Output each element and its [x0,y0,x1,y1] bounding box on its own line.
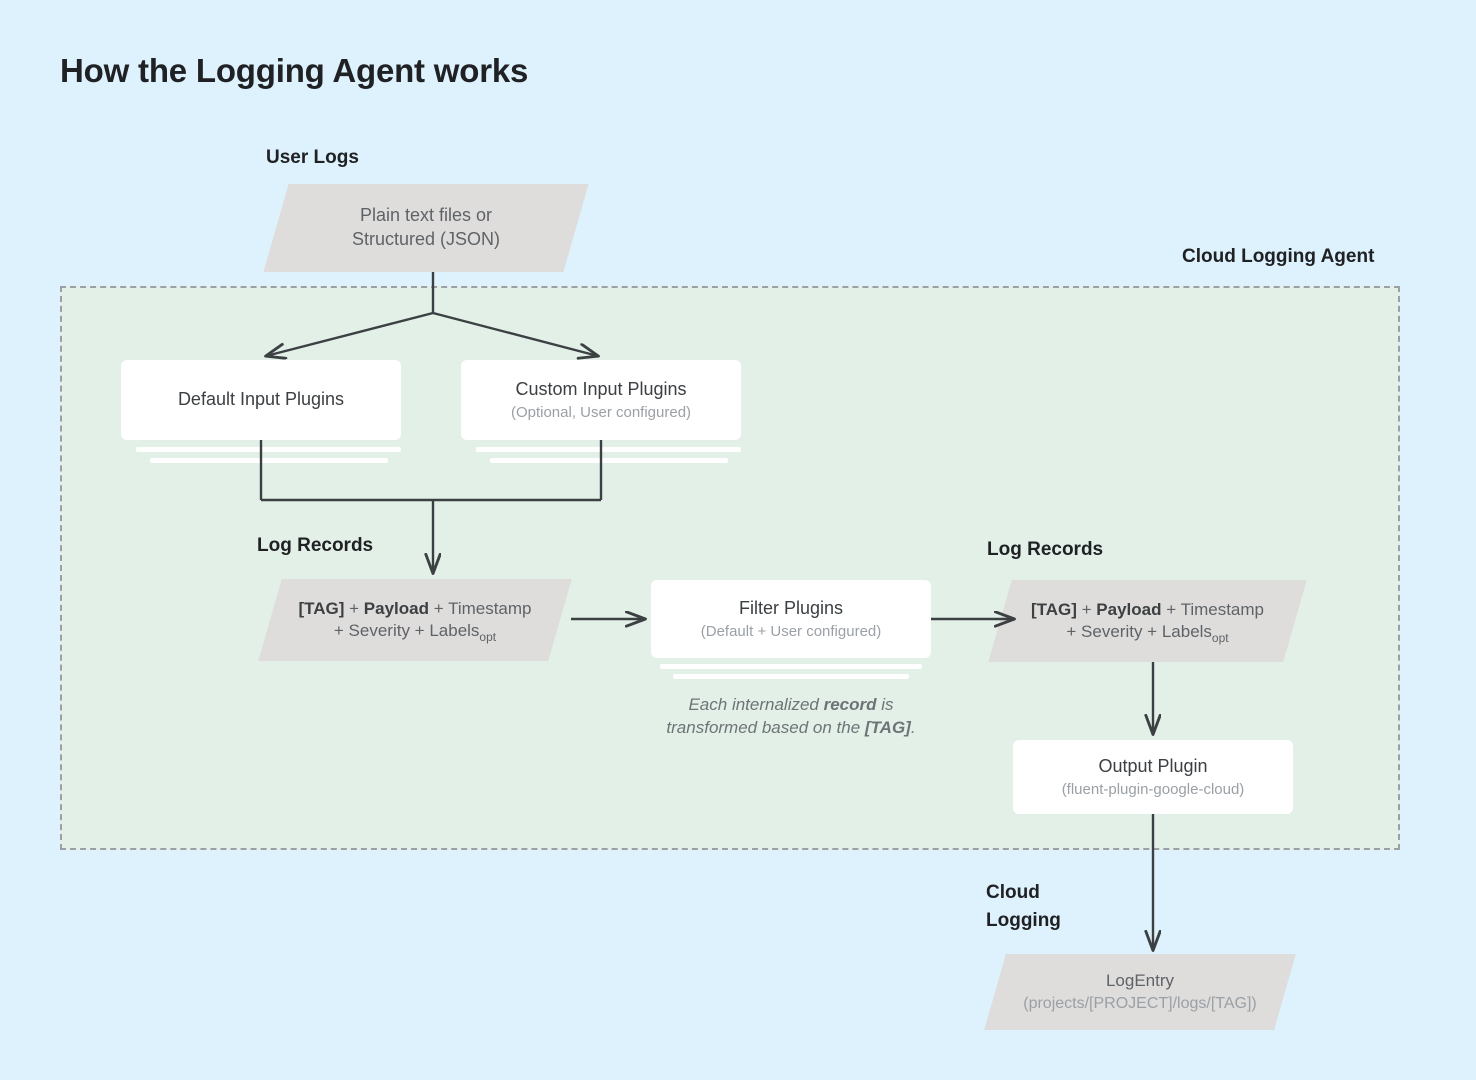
label-user-logs: User Logs [266,147,359,168]
node-log-record-right-line2-sub: opt [1211,631,1229,645]
node-output-plugin-title: Output Plugin [1098,755,1208,776]
node-log-record-right-line1: [TAG] + Payload + Timestamp [1031,599,1264,621]
node-user-logs-source: Plain text files or Structured (JSON) [263,184,589,272]
node-log-record-left-plus: + [344,598,364,618]
node-log-record-left-line1: [TAG] + Payload + Timestamp [298,598,531,620]
node-log-record-left-tag: [TAG] [298,598,345,618]
node-log-entry: LogEntry (projects/[PROJECT]/logs/[TAG]) [984,954,1296,1030]
custom-input-plugins-stack-bar-2 [490,458,728,463]
label-cloud-logging: Cloud Logging [986,879,1061,934]
label-cloud-logging-line2: Logging [986,909,1061,931]
node-log-record-right-line2: + Severity + Labelsopt [1066,621,1229,645]
node-default-input-plugins[interactable]: Default Input Plugins [121,360,401,440]
note-transform-is: is [876,695,894,714]
default-input-plugins-stack-bar-1 [136,447,401,452]
node-filter-plugins-title: Filter Plugins [738,597,844,618]
node-log-record-left-line2-sub: opt [479,630,497,644]
note-transform-line1: Each internalized record is [611,693,971,716]
node-log-record-left: [TAG] + Payload + Timestamp + Severity +… [258,579,572,661]
node-log-record-left-line2: + Severity + Labelsopt [333,620,497,644]
note-transform-bold-record: record [823,695,877,714]
node-log-record-left-rest: + Timestamp [429,598,532,618]
note-transform: Each internalized record is transformed … [611,693,971,740]
node-filter-plugins[interactable]: Filter Plugins (Default + User configure… [651,580,931,658]
note-transform-bold-tag: [TAG] [864,718,911,738]
filter-plugins-stack-bar-2 [673,674,909,679]
node-default-input-plugins-title: Default Input Plugins [177,389,345,410]
default-input-plugins-stack-bar-2 [150,458,388,463]
label-log-records-left: Log Records [257,535,374,556]
node-output-plugin[interactable]: Output Plugin (fluent-plugin-google-clou… [1013,740,1293,814]
custom-input-plugins-stack-bar-1 [476,447,741,452]
node-log-record-right-payload: Payload [1096,599,1162,619]
node-log-record-left-line2-prefix: + Severity + Labels [333,621,480,640]
node-log-record-left-payload: Payload [363,598,429,618]
filter-plugins-stack-bar-1 [660,664,922,669]
node-log-record-right: [TAG] + Payload + Timestamp + Severity +… [988,580,1307,662]
node-user-logs-source-line2: Structured (JSON) [351,229,501,249]
node-log-record-right-tag: [TAG] [1030,599,1077,619]
node-output-plugin-subtitle: (fluent-plugin-google-cloud) [1061,780,1245,798]
node-log-record-right-plus: + [1076,599,1097,619]
note-transform-part1: Each internalized [688,695,824,714]
node-log-entry-subtitle: (projects/[PROJECT]/logs/[TAG]) [1023,994,1257,1012]
node-filter-plugins-subtitle: (Default + User configured) [700,622,882,640]
node-log-record-right-line2-prefix: + Severity + Labels [1066,622,1212,641]
node-custom-input-plugins-title: Custom Input Plugins [515,378,687,399]
label-cloud-logging-agent: Cloud Logging Agent [1182,246,1375,267]
note-transform-period: . [910,718,916,738]
label-log-records-right: Log Records [987,539,1104,560]
page-title: How the Logging Agent works [60,52,529,89]
note-transform-line2: transformed based on the [TAG]. [611,716,971,739]
label-cloud-logging-line1: Cloud [986,882,1040,903]
node-log-record-left-text: [TAG] + Payload + Timestamp + Severity +… [270,579,560,661]
node-log-entry-title: LogEntry [1105,971,1175,991]
note-transform-part2: transformed based on the [666,718,865,738]
node-log-record-right-text: [TAG] + Payload + Timestamp + Severity +… [1000,580,1295,662]
node-user-logs-source-text: Plain text files or Structured (JSON) [276,184,576,272]
node-log-entry-text: LogEntry (projects/[PROJECT]/logs/[TAG]) [995,954,1285,1030]
node-user-logs-source-line1: Plain text files or [359,205,493,226]
node-log-record-right-rest: + Timestamp [1161,599,1265,619]
node-custom-input-plugins[interactable]: Custom Input Plugins (Optional, User con… [461,360,741,440]
node-custom-input-plugins-subtitle: (Optional, User configured) [510,403,692,421]
